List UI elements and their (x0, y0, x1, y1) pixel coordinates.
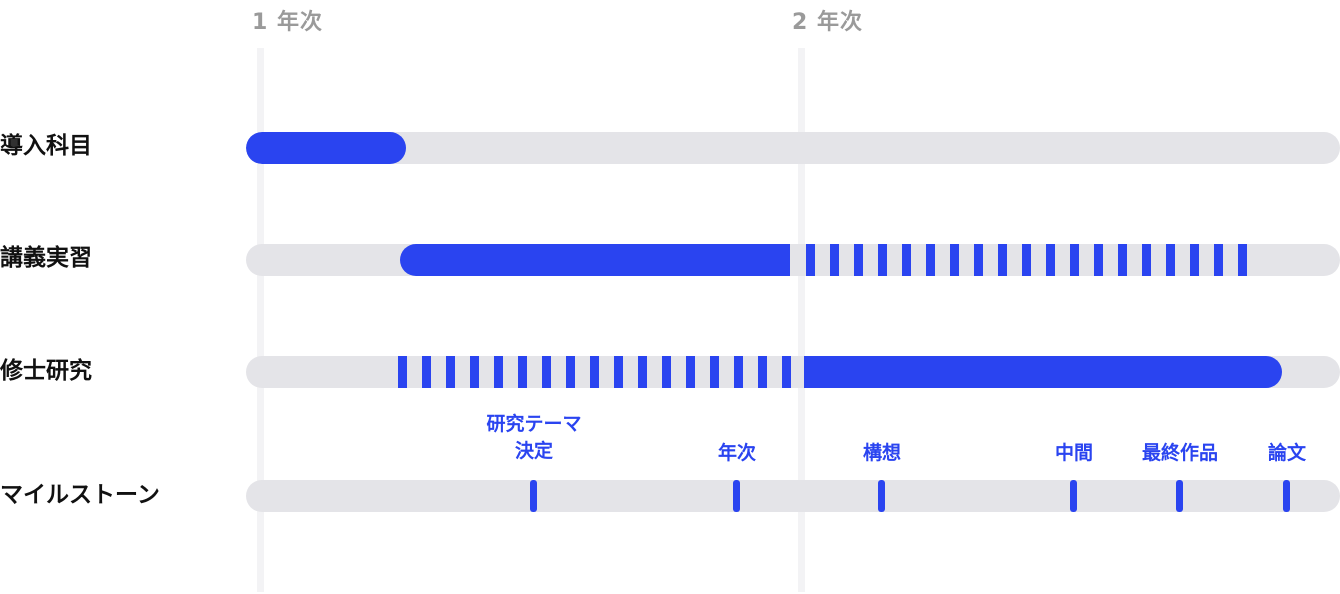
milestone-label-final: 最終作品 (1141, 442, 1219, 464)
research-dash-12 (662, 356, 671, 388)
research-dash-8 (566, 356, 575, 388)
lecture-dash-15 (1142, 244, 1151, 276)
lecture-dash-1 (806, 244, 815, 276)
bar-research-solid (804, 356, 1282, 388)
research-dash-11 (638, 356, 647, 388)
lecture-dash-8 (974, 244, 983, 276)
lecture-dash-2 (830, 244, 839, 276)
row-label-milestone: マイルストーン (0, 482, 160, 508)
research-dash-1 (398, 356, 407, 388)
lecture-dash-12 (1070, 244, 1079, 276)
row-label-research: 修士研究 (0, 358, 92, 384)
research-dash-3 (446, 356, 455, 388)
milestone-tick-year (733, 480, 740, 512)
milestone-label-theme: 研究テーマ 決定 (486, 411, 581, 465)
milestone-label-theme-line1: 研究テーマ (486, 413, 582, 435)
milestone-label-concept: 構想 (862, 442, 902, 464)
lecture-dash-19 (1238, 244, 1247, 276)
lecture-dash-3 (854, 244, 863, 276)
lecture-dash-7 (950, 244, 959, 276)
milestone-label-midterm: 中間 (1054, 442, 1094, 464)
row-label-lecture: 講義実習 (0, 245, 92, 271)
research-dash-13 (686, 356, 695, 388)
track-intro (246, 132, 1340, 164)
research-dash-9 (590, 356, 599, 388)
lecture-dash-9 (998, 244, 1007, 276)
track-lecture (246, 244, 1340, 276)
lecture-dash-5 (902, 244, 911, 276)
milestone-label-year: 年次 (717, 442, 757, 464)
research-dash-4 (470, 356, 479, 388)
milestone-tick-concept (878, 480, 885, 512)
track-milestone (246, 480, 1340, 512)
lecture-dash-13 (1094, 244, 1103, 276)
lecture-dash-16 (1166, 244, 1175, 276)
research-dash-16 (758, 356, 767, 388)
research-dash-10 (614, 356, 623, 388)
milestone-tick-thesis (1283, 480, 1290, 512)
row-label-intro: 導入科目 (0, 133, 92, 159)
year-2-line (798, 48, 805, 592)
lecture-dash-18 (1214, 244, 1223, 276)
lecture-dash-6 (926, 244, 935, 276)
milestone-label-theme-line2: 決定 (514, 440, 554, 462)
year-1-label: 1 年次 (252, 10, 323, 35)
research-dash-14 (710, 356, 719, 388)
lecture-dash-14 (1118, 244, 1127, 276)
research-dash-17 (782, 356, 791, 388)
year-2-label: 2 年次 (792, 10, 863, 35)
milestone-label-thesis: 論文 (1267, 442, 1307, 464)
research-dash-5 (494, 356, 503, 388)
lecture-dash-4 (878, 244, 887, 276)
milestone-tick-final (1176, 480, 1183, 512)
bar-research-dashed (398, 356, 793, 388)
research-dash-15 (734, 356, 743, 388)
research-dash-6 (518, 356, 527, 388)
research-dash-2 (422, 356, 431, 388)
lecture-dash-17 (1190, 244, 1199, 276)
bar-lecture-solid (400, 244, 790, 276)
bar-lecture-dashed (806, 244, 1247, 276)
track-research (246, 356, 1340, 388)
lecture-dash-11 (1046, 244, 1055, 276)
lecture-dash-10 (1022, 244, 1031, 276)
bar-intro-solid (246, 132, 406, 164)
milestone-tick-midterm (1070, 480, 1077, 512)
year-1-line (257, 48, 264, 592)
milestone-tick-theme (530, 480, 537, 512)
research-dash-7 (542, 356, 551, 388)
